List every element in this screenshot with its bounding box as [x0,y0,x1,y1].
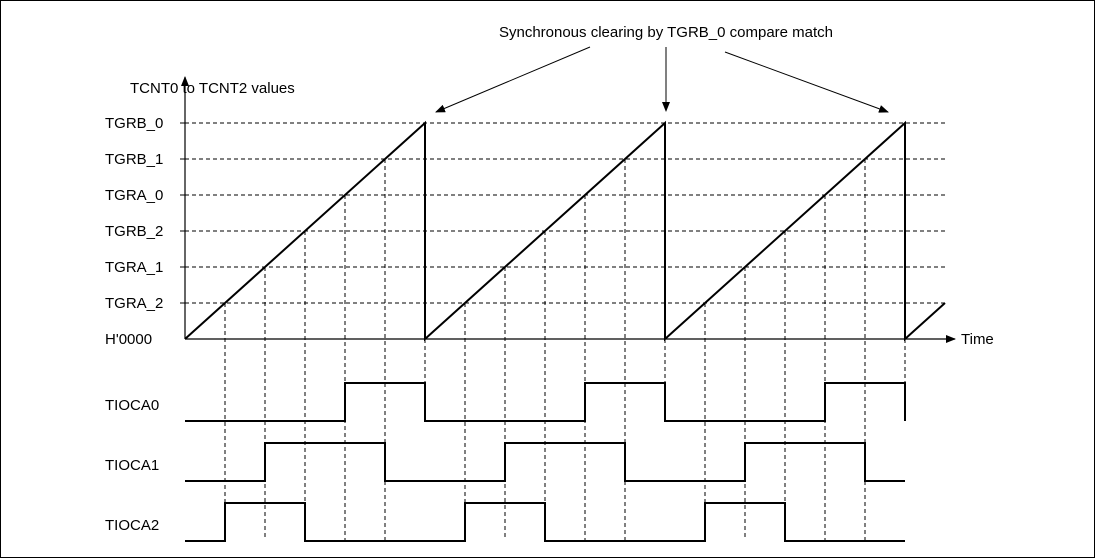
level-label-1: TGRB_1 [105,151,163,168]
output-waveforms [185,382,906,542]
counter-waveform [184,120,946,342]
level-label-5: TGRA_2 [105,295,163,312]
level-label-2: TGRA_0 [105,187,163,204]
annotation-text: Synchronous clearing by TGRB_0 compare m… [499,24,833,41]
waveform-tioca2 [185,502,905,542]
level-label-0: TGRB_0 [105,115,163,132]
signal-label-tiocA1: TIOCA1 [105,457,159,474]
level-gridlines [180,122,945,304]
level-label-4: TGRA_1 [105,259,163,276]
y-axis-title: TCNT0 to TCNT2 values [130,80,295,97]
compare-match-drop-lines [224,159,906,540]
signal-label-tiocA0: TIOCA0 [105,397,159,414]
waveform-tioca1 [185,442,905,482]
annotation-arrow-0 [435,46,591,113]
annotation-arrows [435,46,889,113]
x-axis-label: Time [961,331,994,348]
waveform-tioca0 [185,382,906,422]
level-label-6: H'0000 [105,331,152,348]
level-labels: TGRB_0TGRB_1TGRA_0TGRB_2TGRA_1TGRA_2H'00… [105,115,163,348]
annotation-arrow-2 [724,51,889,113]
counter-sawtooth [184,120,946,342]
signal-label-tiocA2: TIOCA2 [105,517,159,534]
level-label-3: TGRB_2 [105,223,163,240]
